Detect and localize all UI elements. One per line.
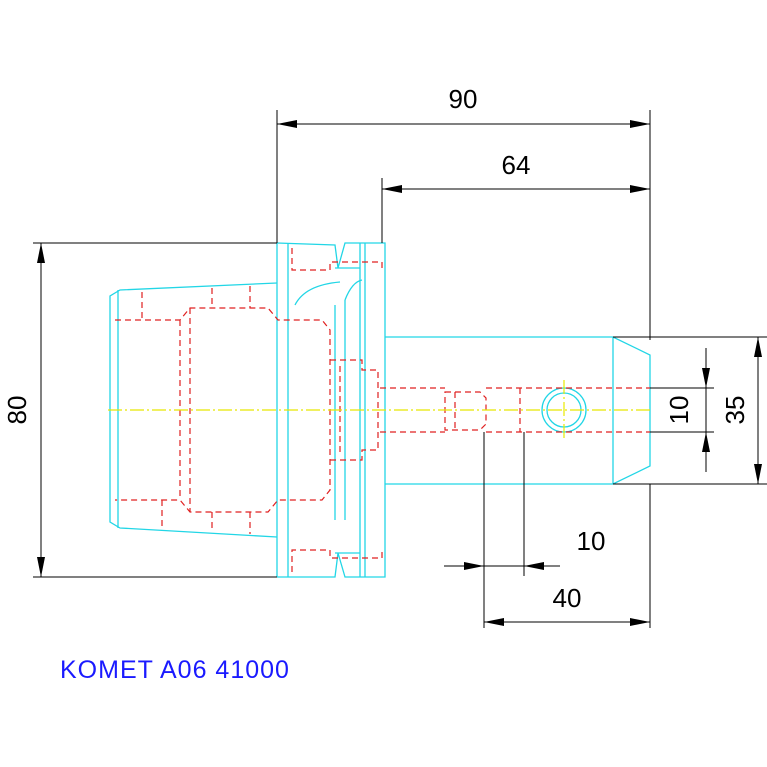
drawing-caption: KOMET A06 41000 [60, 656, 290, 684]
dimension-cross-hole-diameter: 10 [650, 348, 714, 472]
dimension-shank-diameter: 35 [613, 336, 767, 485]
dimension-hole-position: 40 [484, 484, 651, 628]
dimensions: 90 64 80 35 [2, 84, 767, 628]
label-flange-diameter: 80 [2, 396, 32, 425]
centerlines [108, 380, 652, 440]
label-cross-hole-diameter: 10 [664, 396, 694, 425]
label-overall-length: 90 [449, 84, 478, 114]
label-hole-position: 40 [553, 583, 582, 613]
dimension-flange-diameter: 80 [2, 242, 277, 578]
dimension-hole-offset: 10 [444, 432, 605, 628]
dimension-overall-length: 90 [276, 84, 651, 340]
dimension-shank-length: 64 [381, 150, 650, 243]
label-shank-diameter: 35 [720, 396, 750, 425]
label-hole-offset: 10 [577, 526, 606, 556]
label-shank-length: 64 [502, 150, 531, 180]
